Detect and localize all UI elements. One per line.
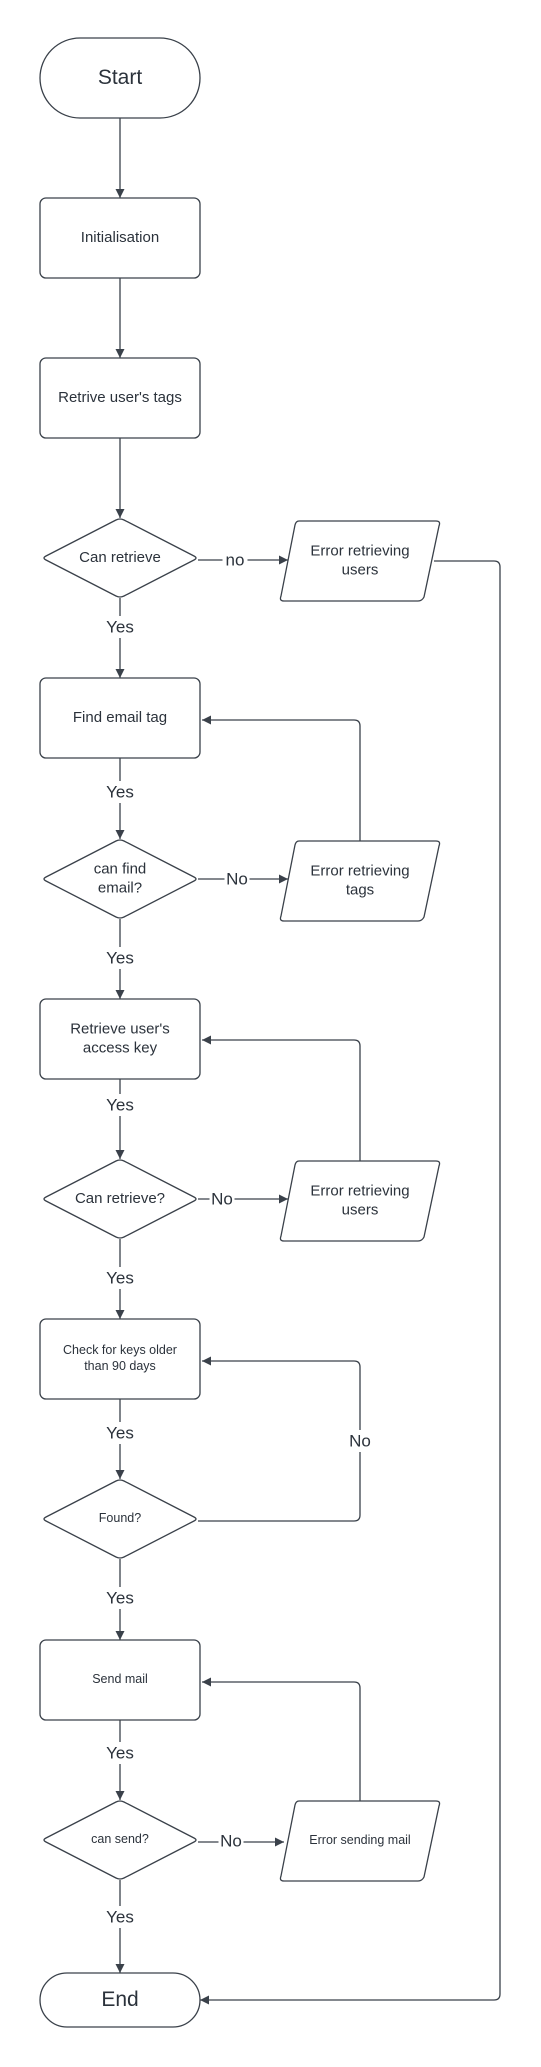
edge-error-mail-to-send-mail (202, 1677, 361, 1801)
node-init: Initialisation (39, 197, 201, 279)
edge-label-background (102, 1422, 138, 1444)
edge-label: No (211, 1189, 233, 1208)
decision-shape (43, 1800, 197, 1880)
io-shape (279, 1800, 441, 1882)
edge-label: Yes (106, 1588, 134, 1607)
edge-label-background (102, 1587, 138, 1609)
edge-label: Yes (106, 782, 134, 801)
edge-label: Yes (106, 1423, 134, 1442)
edge-label: no (226, 550, 245, 569)
node-find-email: Find email tag (39, 677, 201, 759)
edge-label-background (222, 549, 248, 571)
edge-label: Yes (106, 617, 134, 636)
node-error-mail: Error sending mail (279, 1800, 441, 1882)
node-label: Can retrieve? (75, 1190, 165, 1207)
decision-shape (43, 839, 197, 919)
node-label: Initialisation (81, 229, 159, 246)
process-shape (39, 357, 201, 439)
edge-error-tags-to-find-email (202, 715, 361, 841)
node-label: Send mail (92, 1672, 148, 1686)
edge-label-background (102, 1094, 138, 1116)
node-label: Can retrieve (79, 549, 161, 566)
node-label: Found? (99, 1511, 141, 1525)
decision-shape (43, 1159, 197, 1239)
edge-label-background (102, 947, 138, 969)
edge-label: Yes (106, 1743, 134, 1762)
node-retrieve-tags: Retrive user's tags (39, 357, 201, 439)
terminator-shape (39, 1972, 201, 2028)
edge-found-to-check-keys (198, 1356, 361, 1522)
edge-label-background (102, 1742, 138, 1764)
edge-label-background (102, 616, 138, 638)
io-shape (279, 840, 441, 922)
edge-error-users-2-to-retrieve-key (202, 1035, 361, 1161)
edge-label-background (102, 1906, 138, 1928)
node-found: Found? (43, 1479, 197, 1559)
node-can-send: can send? (43, 1800, 197, 1880)
edge-label: Yes (106, 1268, 134, 1287)
process-shape (39, 677, 201, 759)
process-shape (39, 1639, 201, 1721)
edge-label-background (224, 868, 250, 890)
edge-label: Yes (106, 1907, 134, 1926)
node-label: Start (98, 66, 143, 89)
node-label: Error sending mail (309, 1833, 410, 1847)
edge-label: Yes (106, 1095, 134, 1114)
node-can-retrieve-1: Can retrieve (43, 518, 197, 598)
edge-label-background (102, 1267, 138, 1289)
process-shape (39, 197, 201, 279)
decision-shape (43, 518, 197, 598)
edge-label-background (347, 1430, 373, 1452)
edge-label: No (349, 1431, 371, 1450)
edge-label-background (209, 1188, 235, 1210)
edge-label: Yes (106, 948, 134, 967)
node-label: Retrive user's tags (58, 389, 182, 406)
edge-label-background (102, 781, 138, 803)
io-shape (279, 520, 441, 602)
node-label: End (101, 1988, 138, 2011)
io-shape (279, 1160, 441, 1242)
node-can-retrieve-2: Can retrieve? (43, 1159, 197, 1239)
edge-label: No (226, 869, 248, 888)
edge-error-users-1-to-end (200, 560, 501, 2005)
node-label: can send? (91, 1832, 149, 1846)
node-label: Find email tag (73, 709, 167, 726)
terminator-shape (39, 37, 201, 119)
node-start: Start (39, 37, 201, 119)
decision-shape (43, 1479, 197, 1559)
node-end: End (39, 1972, 201, 2028)
node-send-mail: Send mail (39, 1639, 201, 1721)
edge-label-background (218, 1830, 244, 1852)
process-shape (39, 998, 201, 1080)
edge-label: No (220, 1831, 242, 1850)
process-shape (39, 1318, 201, 1400)
